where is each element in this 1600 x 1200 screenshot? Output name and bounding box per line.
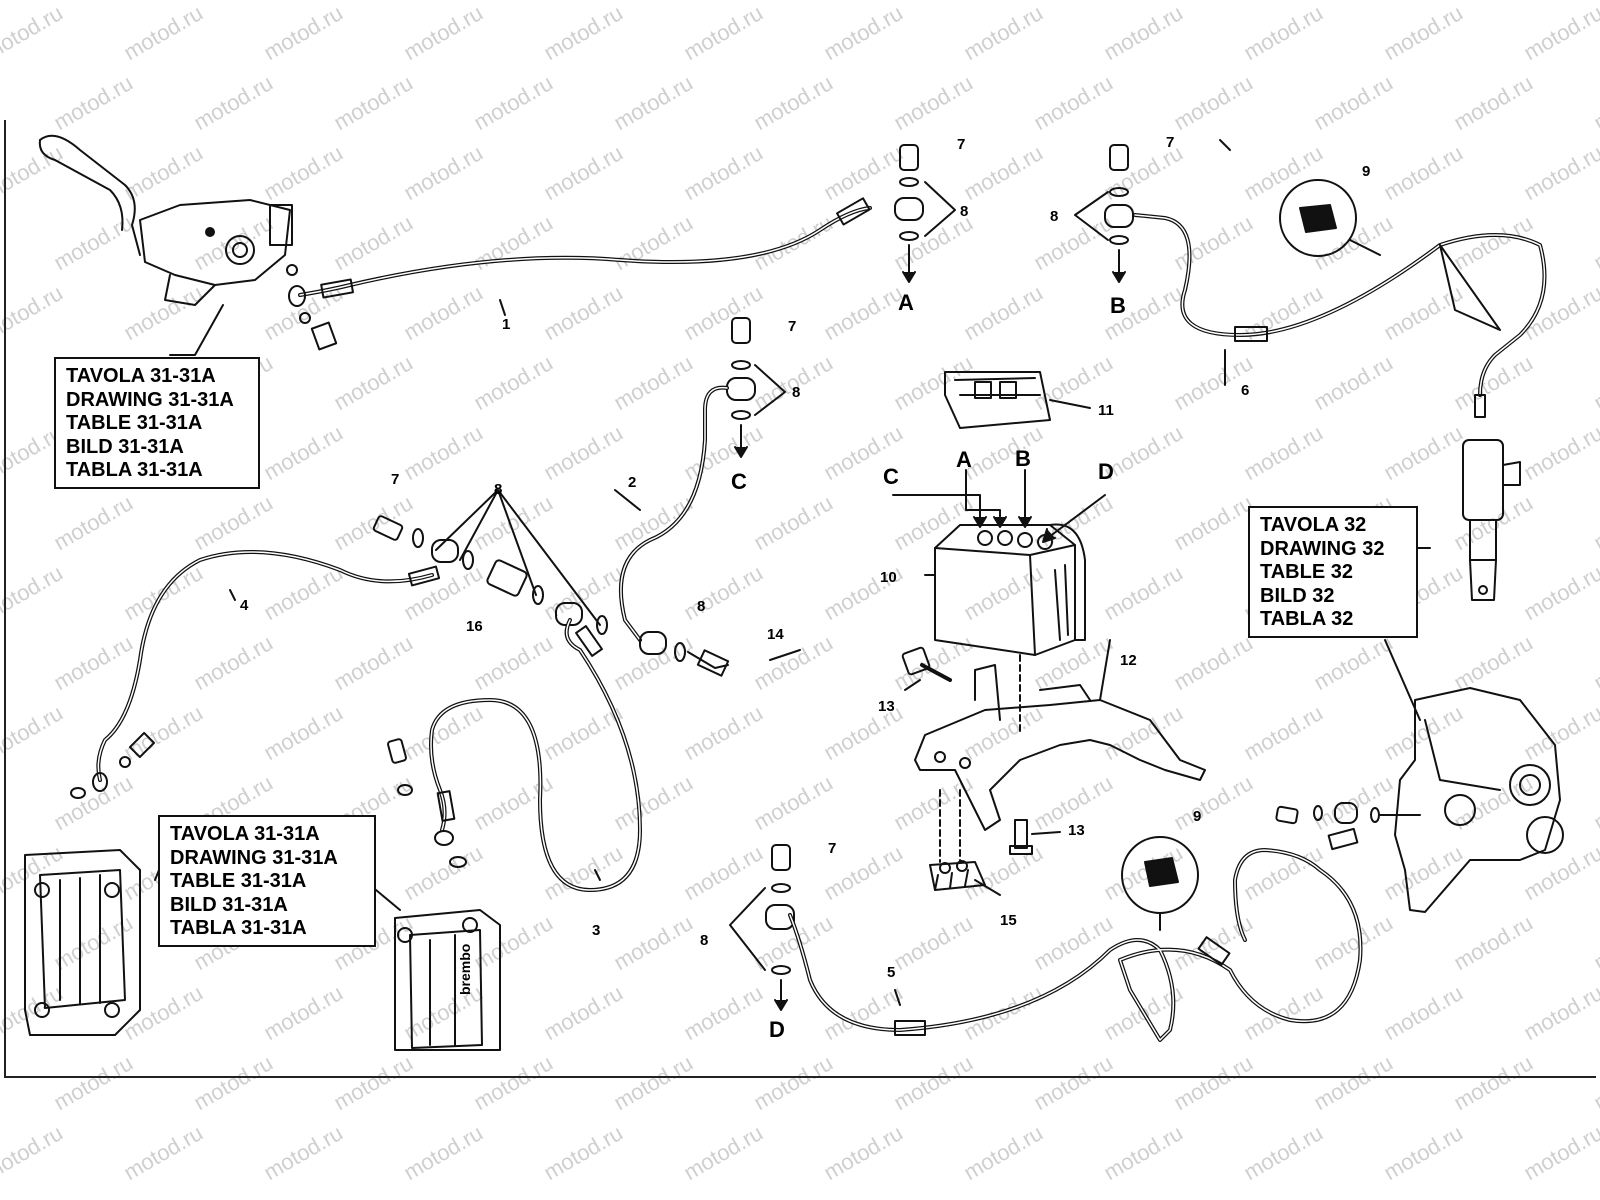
front-master-cylinder xyxy=(38,134,293,306)
callout-8: 8 xyxy=(792,384,801,401)
ref-line: TABLA 31-31A xyxy=(170,917,307,939)
callout-15: 15 xyxy=(1000,912,1017,929)
ref-line: BILD 31-31A xyxy=(66,435,184,458)
callout-10: 10 xyxy=(880,569,897,586)
screw-13-upper xyxy=(901,646,952,691)
damper-15 xyxy=(929,789,1001,896)
letter-a: A xyxy=(898,290,914,315)
ref-line: DRAWING 31-31A xyxy=(170,846,338,869)
callout-4: 4 xyxy=(240,597,249,614)
hose-clip-lower xyxy=(1121,836,1199,931)
callout-11: 11 xyxy=(1098,402,1114,419)
letter-c: C xyxy=(883,464,899,489)
callout-8: 8 xyxy=(1050,208,1059,225)
ref-line: TAVOLA 31-31A xyxy=(170,823,320,845)
hose-5 xyxy=(729,827,1363,1042)
ref-line: TABLE 31-31A xyxy=(66,412,203,434)
callout-8: 8 xyxy=(960,203,969,220)
caliper-brand: brembo xyxy=(457,944,473,995)
reference-box-front-caliper: TAVOLA 31-31A DRAWING 31-31A TABLE 31-31… xyxy=(158,815,376,947)
callout-13: 13 xyxy=(1068,822,1085,839)
callout-8: 8 xyxy=(697,598,706,615)
banjo-a xyxy=(894,144,956,283)
callout-16: 16 xyxy=(466,618,483,635)
banjo-b xyxy=(1074,144,1134,283)
ref-line: TABLE 31-31A xyxy=(170,870,307,892)
ref-line: DRAWING 32 xyxy=(1260,537,1385,560)
callout-14: 14 xyxy=(767,626,784,643)
callout-13: 13 xyxy=(878,698,895,715)
ref-line: TAVOLA 31-31A xyxy=(66,365,216,387)
letter-b: B xyxy=(1110,293,1126,318)
callout-5: 5 xyxy=(887,964,896,981)
hose-3 xyxy=(387,618,642,892)
callout-8: 8 xyxy=(494,481,503,498)
hose-clip-upper xyxy=(1279,179,1381,257)
rear-master-cylinder xyxy=(1462,439,1521,601)
callout-3: 3 xyxy=(592,922,601,939)
ref-line: TABLE 32 xyxy=(1260,561,1353,583)
ref-line: DRAWING 31-31A xyxy=(66,388,234,411)
bracket-12 xyxy=(914,654,1206,831)
screw-13-lower xyxy=(1009,819,1061,855)
ref-line: TABLA 32 xyxy=(1260,608,1354,630)
letter-d: D xyxy=(769,1017,785,1042)
ref-line: TABLA 31-31A xyxy=(66,459,203,481)
front-caliper-right xyxy=(394,909,501,1051)
drawing-frame xyxy=(4,120,1596,1078)
callout-9: 9 xyxy=(1362,163,1371,180)
callout-7: 7 xyxy=(1166,134,1175,151)
distributor-16 xyxy=(372,489,608,635)
callout-7: 7 xyxy=(957,136,966,153)
reference-box-front-master: TAVOLA 31-31A DRAWING 31-31A TABLE 31-31… xyxy=(54,357,260,489)
connector-11 xyxy=(944,371,1091,429)
letter-a: A xyxy=(956,447,972,472)
ref-line: BILD 32 xyxy=(1260,584,1335,607)
callout-12: 12 xyxy=(1120,652,1137,669)
callout-2: 2 xyxy=(628,474,637,491)
callout-9: 9 xyxy=(1193,808,1202,825)
letter-b: B xyxy=(1015,446,1031,471)
abs-unit xyxy=(892,469,1106,656)
letter-d: D xyxy=(1098,459,1114,484)
callout-8: 8 xyxy=(700,932,709,949)
callout-7: 7 xyxy=(391,471,400,488)
ref-line: BILD 31-31A xyxy=(170,893,288,916)
callout-7: 7 xyxy=(788,318,797,335)
reference-box-rear: TAVOLA 32 DRAWING 32 TABLE 32 BILD 32 TA… xyxy=(1248,506,1418,638)
hose-2 xyxy=(618,317,786,677)
ref-line: TAVOLA 32 xyxy=(1260,514,1367,536)
callout-1: 1 xyxy=(502,316,511,333)
front-caliper-left xyxy=(24,849,141,1036)
hose-1 xyxy=(286,197,872,351)
hose-6 xyxy=(1133,213,1547,418)
letter-c: C xyxy=(731,469,747,494)
rear-caliper xyxy=(1275,687,1564,913)
hose-4 xyxy=(70,550,441,799)
callout-7: 7 xyxy=(828,840,837,857)
callout-6: 6 xyxy=(1241,382,1250,399)
